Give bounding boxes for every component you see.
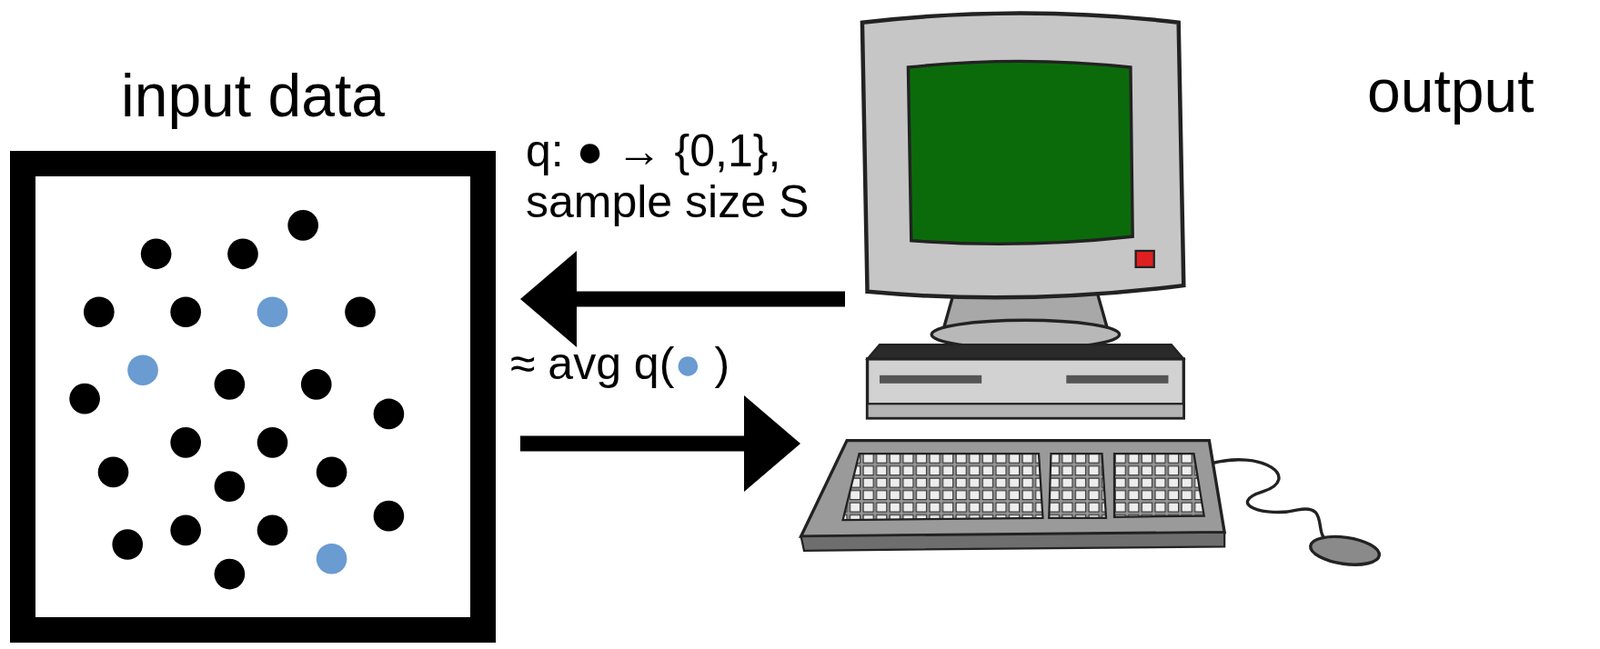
- arrow-label: ≈ avg q(● ): [510, 338, 730, 390]
- drive-slot: [1066, 375, 1168, 384]
- data-dots: [69, 210, 404, 590]
- arrow-shaft: [573, 291, 846, 308]
- data-dot: [301, 369, 333, 401]
- block-arrow: [520, 251, 846, 348]
- mouse: [1308, 533, 1382, 569]
- arrow-label: q: ● → {0,1}, sample size S: [525, 125, 836, 228]
- data-dot: [170, 427, 202, 459]
- drive-slot: [879, 375, 982, 384]
- cpu-front: [867, 359, 1185, 419]
- data-dot: [257, 427, 289, 459]
- data-dot: [170, 515, 202, 547]
- mouse-cable: [1208, 460, 1327, 542]
- arrow-head: [520, 251, 577, 348]
- arrow-shaft: [520, 436, 748, 453]
- data-dot: [316, 457, 348, 489]
- sampled-dot: [316, 543, 348, 575]
- sampled-dot: [257, 296, 289, 328]
- block-arrow: [520, 395, 801, 493]
- keyboard-edge: [801, 533, 1226, 552]
- data-dot: [373, 399, 405, 431]
- data-dot: [69, 383, 101, 415]
- data-dot: [214, 559, 246, 591]
- data-dot: [214, 369, 246, 401]
- keyboard-keys: [1048, 453, 1107, 519]
- arrow-head: [744, 395, 801, 493]
- data-dot: [227, 239, 259, 271]
- computer-node: output: [800, 10, 1365, 562]
- cpu-top: [867, 344, 1185, 360]
- keyboard: [801, 441, 1226, 537]
- heading: input data: [35, 61, 471, 131]
- data-dot: [287, 210, 319, 242]
- computer-illustration: [801, 13, 1382, 570]
- data-dot: [111, 529, 143, 561]
- power-button: [1136, 251, 1155, 268]
- data-dot: [214, 471, 246, 503]
- keyboard-keys: [1114, 453, 1205, 518]
- data-dot: [257, 515, 289, 547]
- monitor-screen: [907, 60, 1133, 244]
- data-dot: [344, 296, 376, 328]
- sampled-dot: [127, 354, 159, 386]
- data-dot: [140, 239, 172, 271]
- monitor-case: [862, 13, 1184, 299]
- heading: output: [1367, 57, 1535, 127]
- data-dot: [83, 296, 115, 328]
- data-dot: [98, 457, 130, 489]
- data-dot: [170, 296, 202, 328]
- keyboard-keys: [843, 453, 1044, 521]
- data-dot: [373, 501, 405, 533]
- cpu-base: [867, 403, 1185, 419]
- data-box: input data: [10, 150, 496, 644]
